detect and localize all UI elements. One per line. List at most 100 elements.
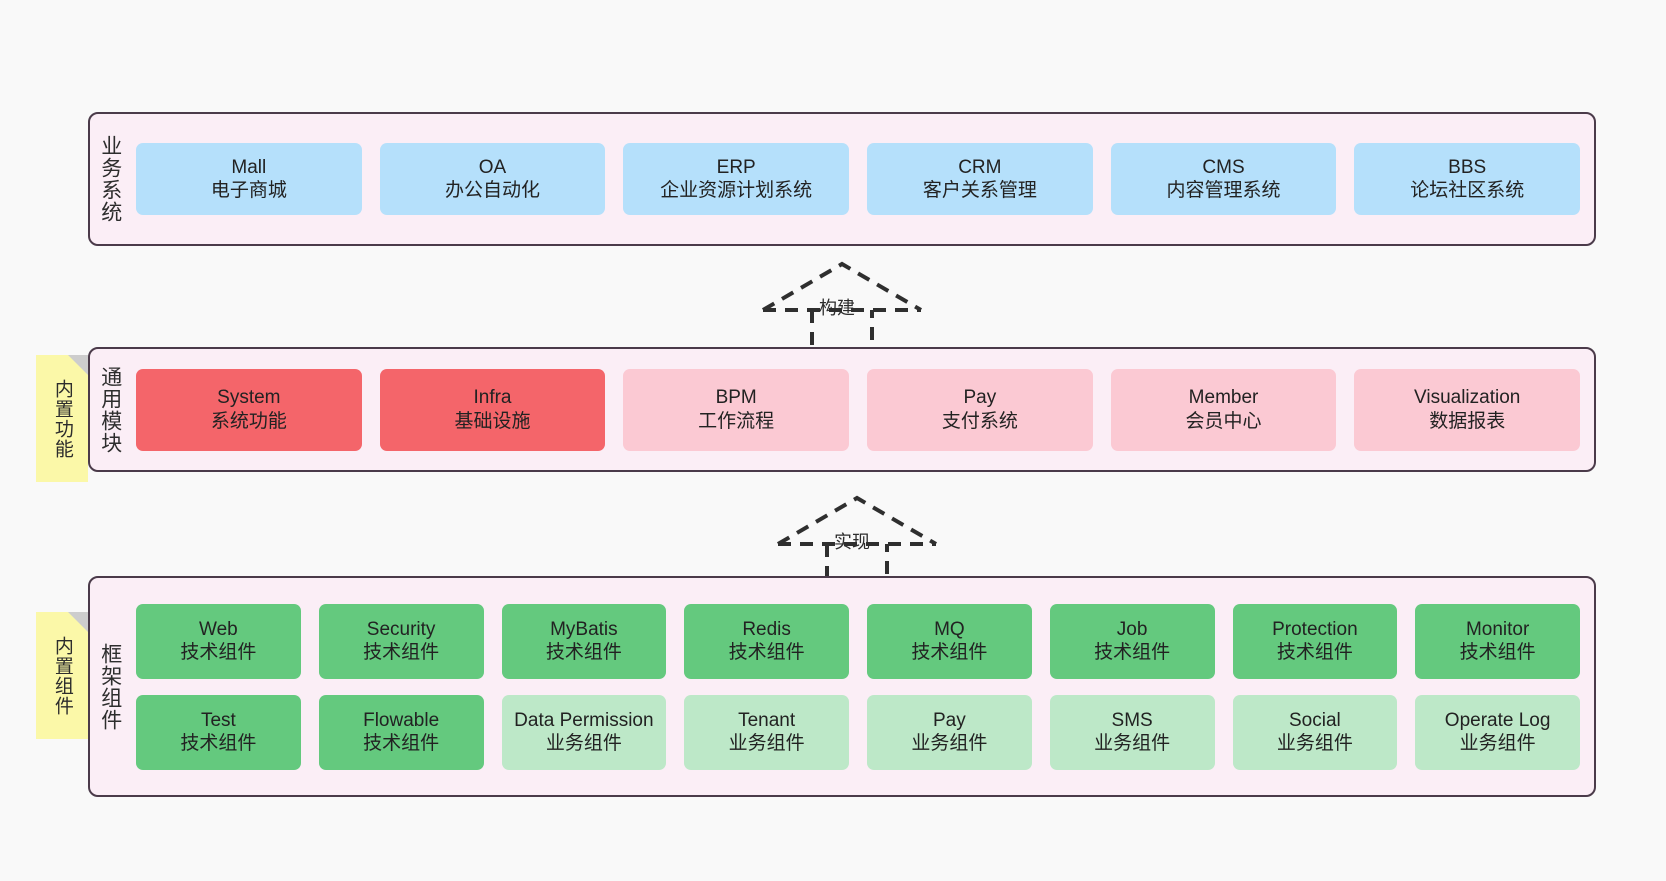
card-monitor[interactable]: Monitor 技术组件 — [1415, 603, 1580, 679]
layer-title: 框架组件 — [98, 642, 122, 731]
card-title-en: Operate Log — [1444, 709, 1551, 731]
card-title-cn: 电子商城 — [210, 180, 287, 201]
card-title-en: CMS — [1202, 156, 1245, 178]
card-operate-log[interactable]: Operate Log 业务组件 — [1415, 694, 1580, 770]
card-member[interactable]: Member 会员中心 — [1110, 368, 1337, 451]
card-title-en: Job — [1116, 618, 1148, 640]
card-row: Web 技术组件 Security 技术组件 MyBatis 技术组件 Redi… — [136, 603, 1580, 679]
card-row: System 系统功能 Infra 基础设施 BPM 工作流程 Pay 支付系统… — [136, 368, 1581, 451]
card-title-cn: 业务组件 — [911, 733, 988, 754]
connector-label: 实现 — [834, 532, 870, 552]
card-tenant[interactable]: Tenant 业务组件 — [684, 694, 849, 770]
sticky-note-builtin-components: 内置组件 — [36, 612, 88, 739]
card-title-cn: 技术组件 — [1459, 642, 1536, 663]
card-title-cn: 技术组件 — [728, 642, 805, 663]
card-title-en: Tenant — [738, 709, 796, 731]
card-title-cn: 支付系统 — [941, 410, 1018, 432]
card-title-cn: 业务组件 — [728, 733, 805, 754]
card-title-cn: 客户关系管理 — [922, 180, 1037, 201]
card-security[interactable]: Security 技术组件 — [318, 603, 484, 679]
card-oa[interactable]: OA 办公自动化 — [379, 143, 606, 215]
layer-framework-components: 框架组件 Web 技术组件 Security 技术组件 MyBatis 技术组件… — [88, 576, 1596, 797]
layer-common-modules: 通用模块 System 系统功能 Infra 基础设施 BPM 工作流程 Pay… — [88, 347, 1596, 472]
card-title-en: CRM — [958, 156, 1002, 178]
card-title-en: Redis — [742, 618, 791, 640]
card-title-en: MQ — [934, 618, 965, 640]
card-title-cn: 技术组件 — [1094, 642, 1171, 663]
card-redis[interactable]: Redis 技术组件 — [684, 603, 849, 679]
card-title-cn: 技术组件 — [545, 642, 622, 663]
card-title-en: Pay — [963, 387, 997, 409]
card-title-cn: 企业资源计划系统 — [660, 180, 813, 201]
card-job[interactable]: Job 技术组件 — [1049, 603, 1215, 679]
card-title-en: Security — [366, 618, 436, 640]
card-erp[interactable]: ERP 企业资源计划系统 — [623, 143, 850, 215]
connector-label: 构建 — [819, 298, 855, 318]
card-title-en: Member — [1188, 387, 1259, 409]
card-pay[interactable]: Pay 支付系统 — [867, 368, 1093, 451]
card-crm[interactable]: CRM 客户关系管理 — [867, 143, 1093, 215]
card-title-cn: 内容管理系统 — [1166, 180, 1281, 201]
card-title-en: MyBatis — [550, 618, 618, 640]
card-title-en: Test — [200, 709, 236, 731]
card-title-en: Social — [1289, 709, 1341, 731]
card-title-en: Pay — [933, 709, 966, 731]
connector-build-arrow: 构建 — [757, 258, 927, 353]
card-row: Mall 电子商城 OA 办公自动化 ERP 企业资源计划系统 CRM 客户关系… — [136, 143, 1581, 215]
card-title-cn: 技术组件 — [1276, 642, 1353, 663]
layer-body: System 系统功能 Infra 基础设施 BPM 工作流程 Pay 支付系统… — [130, 349, 1594, 470]
card-title-en: BPM — [715, 387, 757, 409]
card-mall[interactable]: Mall 电子商城 — [136, 143, 362, 215]
card-title-en: BBS — [1448, 156, 1487, 178]
card-title-cn: 基础设施 — [454, 410, 531, 432]
card-title-cn: 业务组件 — [1276, 733, 1353, 754]
card-bbs[interactable]: BBS 论坛社区系统 — [1354, 143, 1581, 215]
card-pay-business[interactable]: Pay 业务组件 — [867, 694, 1032, 770]
card-title-cn: 技术组件 — [363, 733, 440, 754]
card-data-permission[interactable]: Data Permission 业务组件 — [501, 694, 667, 770]
card-title-cn: 论坛社区系统 — [1410, 180, 1525, 201]
card-title-en: Protection — [1272, 618, 1358, 640]
card-title-en: SMS — [1111, 709, 1153, 731]
sticky-note-label: 内置组件 — [51, 635, 73, 716]
card-title-cn: 技术组件 — [363, 642, 440, 663]
card-title-cn: 业务组件 — [545, 733, 622, 754]
card-title-cn: 技术组件 — [180, 642, 257, 663]
layer-title: 业务系统 — [98, 135, 122, 223]
card-mybatis[interactable]: MyBatis 技术组件 — [501, 603, 667, 679]
card-title-cn: 技术组件 — [911, 642, 988, 663]
card-title-en: Monitor — [1465, 618, 1530, 640]
card-title-en: OA — [478, 156, 507, 178]
card-title-cn: 会员中心 — [1185, 410, 1262, 432]
card-protection[interactable]: Protection 技术组件 — [1232, 603, 1398, 679]
card-web[interactable]: Web 技术组件 — [136, 603, 301, 679]
card-cms[interactable]: CMS 内容管理系统 — [1110, 143, 1337, 215]
card-infra[interactable]: Infra 基础设施 — [379, 368, 606, 451]
card-visualization[interactable]: Visualization 数据报表 — [1354, 368, 1581, 451]
card-mq[interactable]: MQ 技术组件 — [867, 603, 1032, 679]
layer-title: 通用模块 — [98, 365, 122, 454]
card-title-en: Visualization — [1414, 387, 1521, 409]
card-social[interactable]: Social 业务组件 — [1232, 694, 1398, 770]
layer-body: Mall 电子商城 OA 办公自动化 ERP 企业资源计划系统 CRM 客户关系… — [130, 114, 1594, 244]
card-flowable[interactable]: Flowable 技术组件 — [318, 694, 484, 770]
card-title-en: ERP — [716, 156, 756, 178]
card-title-en: Mall — [231, 156, 267, 178]
card-sms[interactable]: SMS 业务组件 — [1049, 694, 1215, 770]
card-title-en: System — [217, 387, 281, 409]
card-test[interactable]: Test 技术组件 — [136, 694, 301, 770]
card-title-en: Flowable — [363, 709, 440, 731]
card-title-en: Web — [199, 618, 238, 640]
card-title-cn: 工作流程 — [698, 410, 775, 432]
layer-business-systems: 业务系统 Mall 电子商城 OA 办公自动化 ERP 企业资源计划系统 CRM… — [88, 112, 1596, 246]
layer-body: Web 技术组件 Security 技术组件 MyBatis 技术组件 Redi… — [130, 578, 1594, 795]
sticky-note-label: 内置功能 — [51, 378, 73, 459]
card-system[interactable]: System 系统功能 — [136, 368, 362, 451]
card-title-cn: 技术组件 — [180, 733, 257, 754]
card-title-cn: 系统功能 — [210, 410, 287, 432]
card-bpm[interactable]: BPM 工作流程 — [623, 368, 850, 451]
card-title-cn: 数据报表 — [1429, 410, 1506, 432]
card-title-en: Infra — [473, 387, 512, 409]
connector-implement-arrow: 实现 — [772, 492, 942, 587]
